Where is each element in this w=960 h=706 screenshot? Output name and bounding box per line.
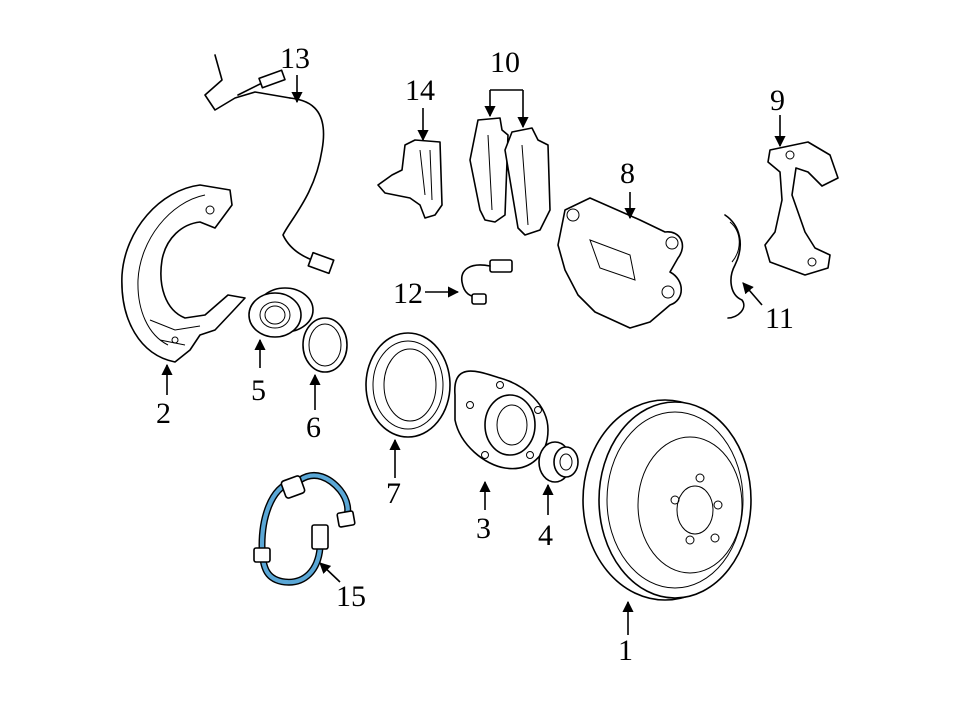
part-14-pad-clip bbox=[377, 139, 443, 219]
callout-8: 8 bbox=[620, 157, 635, 190]
callout-labels: 1 2 3 4 5 6 7 8 9 10 11 12 13 14 15 bbox=[156, 42, 794, 667]
part-6-snap-ring bbox=[302, 317, 348, 373]
callout-11: 11 bbox=[765, 302, 794, 335]
leader-lines bbox=[161, 75, 786, 635]
part-1-brake-rotor bbox=[582, 399, 752, 601]
callout-10: 10 bbox=[490, 46, 520, 79]
callout-9: 9 bbox=[770, 84, 785, 117]
part-11-anti-rattle-spring bbox=[724, 214, 745, 319]
callout-6: 6 bbox=[306, 411, 321, 444]
callout-2: 2 bbox=[156, 397, 171, 430]
callout-14: 14 bbox=[405, 74, 435, 107]
part-3-hub bbox=[454, 370, 549, 470]
part-15-brake-hose bbox=[253, 472, 356, 586]
part-7-seal bbox=[365, 332, 451, 438]
callout-7: 7 bbox=[386, 477, 401, 510]
callout-15: 15 bbox=[336, 580, 366, 613]
callout-5: 5 bbox=[251, 374, 266, 407]
callout-3: 3 bbox=[476, 512, 491, 545]
hose-highlight bbox=[259, 479, 325, 585]
part-2-splash-shield bbox=[121, 184, 246, 363]
callout-13: 13 bbox=[280, 42, 310, 75]
callout-4: 4 bbox=[538, 519, 553, 552]
part-9-caliper-bracket bbox=[764, 141, 839, 276]
part-13-abs-sensor bbox=[204, 54, 335, 275]
callout-1: 1 bbox=[618, 634, 633, 667]
callout-12: 12 bbox=[393, 277, 423, 310]
part-5-wheel-bearing bbox=[248, 287, 314, 338]
part-4-hub-nut bbox=[538, 441, 579, 483]
part-8-caliper bbox=[557, 197, 684, 329]
part-10-brake-pads bbox=[469, 117, 551, 236]
part-12-wear-sensor bbox=[461, 259, 513, 305]
